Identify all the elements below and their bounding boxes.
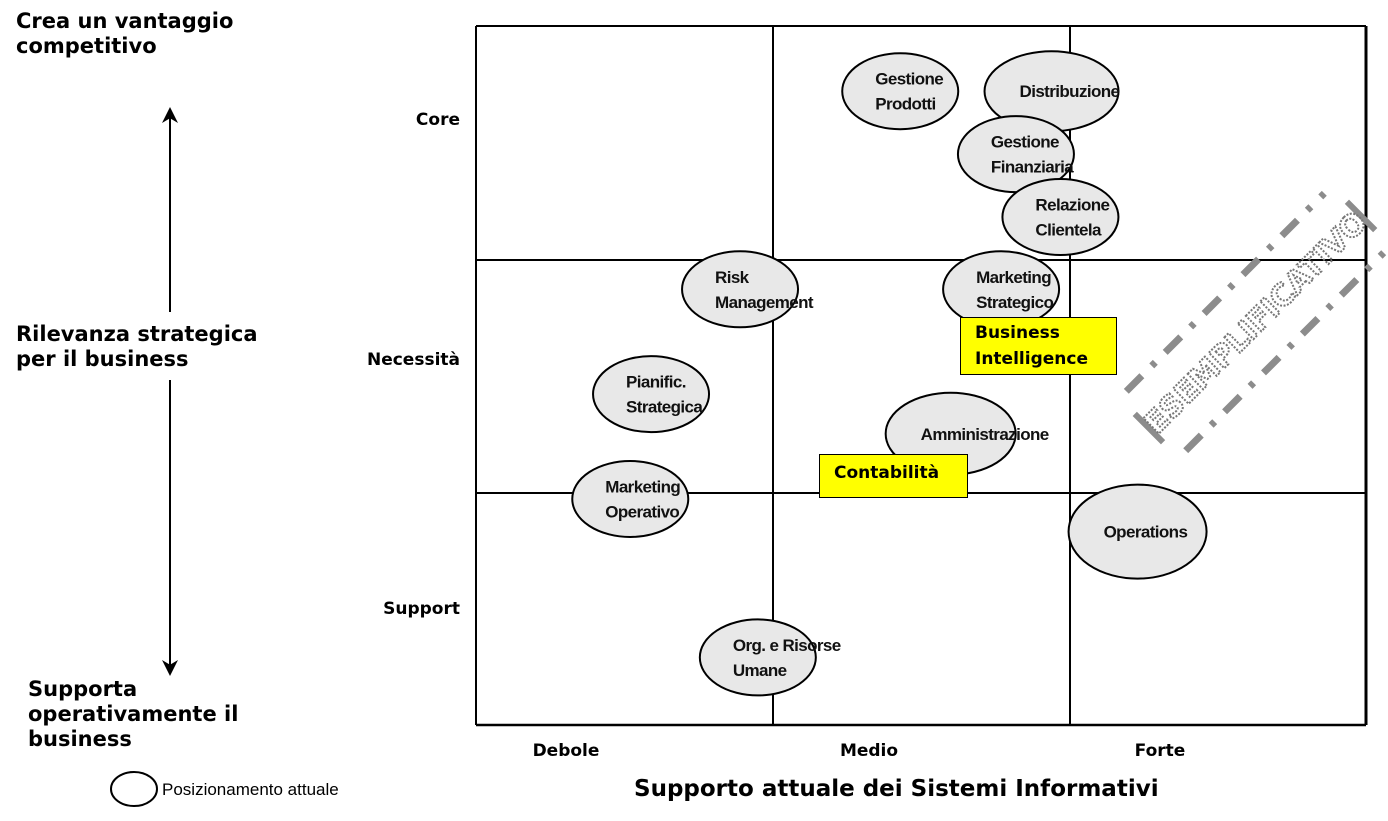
row-label-support: Support — [383, 599, 460, 619]
bubble-label: Management — [715, 293, 814, 312]
bubble-distribuzione: Distribuzione — [983, 50, 1120, 133]
bubble-ellipse — [956, 115, 1075, 194]
highlight-business-intelligence: Business Intelligence — [960, 317, 1117, 375]
col-label-forte: Forte — [1134, 741, 1186, 761]
bubble-label: Distribuzione — [1020, 82, 1120, 101]
bubble-label: Gestione — [991, 133, 1059, 152]
bubble-label: Strategico — [976, 293, 1053, 312]
col-label-debole: Debole — [532, 741, 600, 761]
bubble-label: Gestione — [875, 70, 943, 89]
bubble-ellipse — [983, 50, 1120, 133]
y-axis-bottom-label: Supporta operativamente il business — [28, 677, 239, 751]
bubble-label: Pianific. — [626, 373, 686, 392]
x-axis-title: Supporto attuale dei Sistemi Informativi — [634, 776, 1159, 802]
bubble-label: Finanziaria — [991, 158, 1074, 177]
bubble-label: Org. e Risorse — [733, 636, 841, 655]
y-axis-top-label: Crea un vantaggio competitivo — [16, 9, 234, 58]
bubble-ellipse — [681, 250, 800, 329]
row-label-necessita: Necessità — [366, 350, 460, 370]
matrix-grid — [475, 25, 1368, 727]
bubble-label: Amministrazione — [921, 425, 1049, 444]
bubble-label: Relazione — [1035, 196, 1109, 215]
bubble-ellipse — [592, 355, 711, 434]
legend-label: Posizionamento attuale — [162, 780, 339, 799]
bubble-pianific-strategica: Pianific. Strategica — [592, 355, 711, 434]
bubble-ellipse — [1067, 483, 1208, 580]
bubble-label: Marketing — [605, 477, 680, 496]
col-label-medio: Medio — [839, 741, 899, 761]
bubble-ellipse — [1001, 178, 1120, 257]
highlight-contabilita: Contabilità — [819, 454, 968, 498]
bubble-label: Prodotti — [875, 95, 935, 114]
bubble-label: Umane — [733, 661, 787, 680]
bubble-operations: Operations — [1067, 483, 1208, 580]
bubble-ellipse — [841, 52, 960, 131]
bubble-ellipse — [942, 250, 1061, 329]
watermark: ESEMPLIFICATIVO — [1123, 190, 1387, 454]
bubble-label: Clientela — [1035, 221, 1102, 240]
legend-ellipse-icon — [110, 771, 158, 807]
bubble-label: Marketing — [976, 268, 1051, 287]
watermark-text: ESEMPLIFICATIVO — [1138, 205, 1374, 441]
bubble-label: Strategica — [626, 398, 703, 417]
row-label-core: Core — [415, 110, 460, 130]
bubble-ellipse — [698, 618, 817, 697]
bubble-label: Operations — [1104, 523, 1188, 542]
bubble-label: Risk — [715, 268, 750, 287]
y-axis-title: Rilevanza strategica per il business — [16, 322, 258, 371]
bubble-label: Operativo — [605, 502, 679, 521]
bubble-ellipse — [571, 459, 690, 538]
